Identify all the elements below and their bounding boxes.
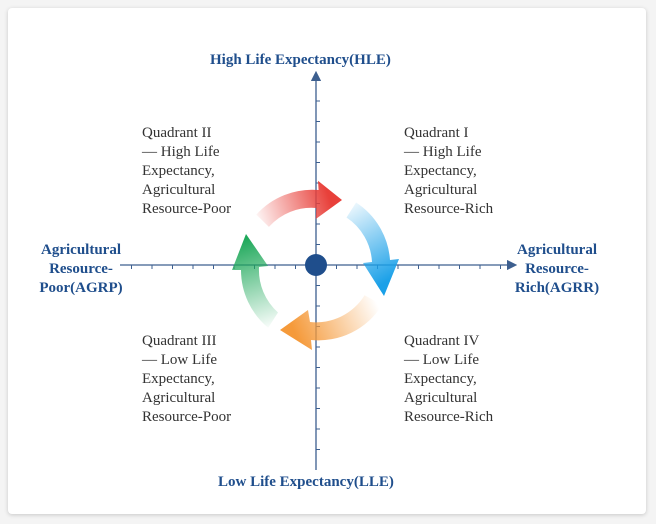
quadrant-ii-label: Quadrant II — High Life Expectancy, Agri… [142, 125, 232, 217]
quadrant-iii-label: Quadrant III — Low Life Expectancy, Agri… [142, 333, 232, 425]
diagram-card [8, 8, 646, 514]
center-dot [305, 254, 327, 276]
axis-title-top: High Life Expectancy(HLE) [210, 52, 391, 68]
cycle-arrows [232, 180, 399, 350]
axis-title-bottom: Low Life Expectancy(LLE) [218, 474, 394, 490]
axis-title-right: Agricultural Resource- Rich(AGRR) [514, 242, 600, 296]
quadrant-iv-label: Quadrant IV — Low Life Expectancy, Agric… [404, 333, 494, 425]
arrow-bottom-orange [280, 295, 383, 350]
quadrant-i-label: Quadrant I — High Life Expectancy, Agric… [404, 125, 494, 217]
arrow-right-blue [346, 202, 399, 296]
arrow-left-green [232, 234, 278, 328]
axis-title-left: Agricultural Resource- Poor(AGRP) [39, 242, 123, 296]
arrow-top-red [256, 180, 342, 227]
